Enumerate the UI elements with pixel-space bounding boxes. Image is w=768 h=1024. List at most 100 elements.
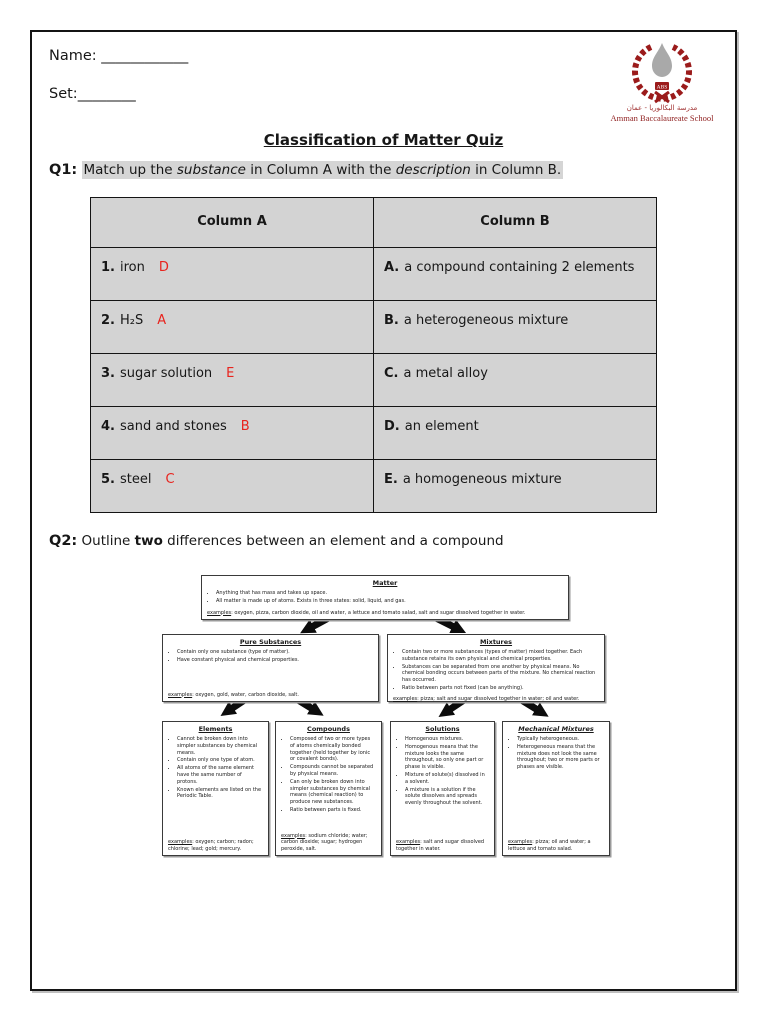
node-examples: examples: sodium chloride; water; carbon… (281, 832, 368, 852)
name-label: Name: (49, 48, 97, 64)
option-letter: B. (384, 313, 399, 328)
item-number: 2. (101, 313, 115, 328)
bullet-item: Contain only one substance (type of matt… (177, 649, 373, 656)
node-examples: examples: pizza; salt and sugar dissolve… (393, 695, 580, 702)
bullet-item: Heterogeneous means that the mixture doe… (517, 744, 604, 771)
option-text: a heterogeneous mixture (403, 313, 569, 328)
node-examples: examples: salt and sugar dissolved toget… (396, 839, 485, 852)
school-logo: ABS مدرسة البكالوريا - عمان Amman Baccal… (603, 40, 721, 124)
option-letter: C. (384, 366, 399, 381)
node-examples: examples: oxygen, gold, water, carbon di… (168, 691, 299, 698)
option-text: a compound containing 2 elements (404, 260, 635, 275)
answer-letter: A (157, 313, 167, 328)
set-field: Set:________ (49, 86, 136, 102)
node-examples: examples: oxygen; carbon; radon; chlorin… (168, 839, 254, 852)
answer-letter: E (226, 366, 235, 381)
bullet-item: Homogenous means that the mixture looks … (405, 744, 489, 771)
bullet-item: Typically heterogeneous. (517, 736, 604, 743)
node-mechanical-mixtures: Mechanical Mixtures Typically heterogene… (502, 721, 610, 856)
answer-letter: C (165, 472, 175, 487)
bullet-item: Mixture of solute(s) dissolved in a solv… (405, 772, 489, 786)
bullet-item: Substances can be separated from one ano… (402, 664, 599, 684)
bullet-item: All matter is made up of atoms. Exists i… (216, 598, 563, 605)
answer-letter: D (158, 260, 169, 275)
school-crest-icon: ABS (632, 43, 692, 104)
matter-classification-diagram: Matter Anything that has mass and takes … (152, 570, 622, 865)
item-number: 4. (101, 419, 115, 434)
node-title: Elements (198, 725, 233, 733)
q2-label: Q2: (49, 533, 78, 549)
crossed-swords-icon (654, 90, 670, 104)
node-title: Matter (372, 579, 398, 587)
item-text: H₂S (119, 313, 144, 328)
bullet-item: Composed of two or more types of atoms c… (290, 736, 376, 763)
item-text: sugar solution (119, 366, 213, 381)
node-bullets: Cannot be broken down into simpler subst… (168, 736, 263, 801)
bullet-item: Anything that has mass and takes up spac… (216, 590, 563, 597)
bullet-item: Ratio between parts not fixed (can be an… (402, 685, 599, 692)
table-row: 4. sand and stones B D. an element (90, 406, 657, 460)
q1-text: Match up the substance in Column A with … (81, 161, 564, 179)
bullet-item: Compounds cannot be separated by physica… (290, 764, 376, 778)
node-bullets: Anything that has mass and takes up spac… (207, 590, 563, 606)
bullet-item: Homogenous mixtures. (405, 736, 489, 743)
table-row: 1. iron D A. a compound containing 2 elemen… (90, 247, 657, 301)
table-row: 5. steel C E. a homogeneous mixture (90, 459, 657, 513)
item-text: iron (119, 260, 145, 275)
question-1: Q1: Match up the substance in Column A w… (49, 161, 564, 179)
node-title: Solutions (425, 725, 460, 733)
bullet-item: Can only be broken down into simpler sub… (290, 779, 376, 806)
name-blank-line: ____________ (101, 48, 189, 64)
set-label: Set: (49, 86, 78, 102)
node-examples: examples: oxygen, pizza, carbon dioxide,… (207, 609, 526, 616)
node-title: Compounds (307, 725, 350, 733)
set-blank-line: ________ (77, 86, 136, 102)
option-letter: D. (384, 419, 400, 434)
q1-label: Q1: (49, 162, 78, 178)
bullet-item: Contain two or more substances (types of… (402, 649, 599, 663)
option-text: a homogeneous mixture (402, 472, 562, 487)
node-title: Mixtures (479, 638, 513, 646)
bullet-item: Ratio between parts is fixed. (290, 807, 376, 814)
q2-text: Outline two differences between an eleme… (81, 533, 504, 549)
node-bullets: Typically heterogeneous.Heterogeneous me… (508, 736, 604, 772)
option-letter: E. (384, 472, 398, 487)
option-letter: A. (384, 260, 400, 275)
bullet-item: Contain only one type of atom. (177, 757, 263, 764)
table-row: 3. sugar solution E C. a metal alloy (90, 353, 657, 407)
node-bullets: Contain only one substance (type of matt… (168, 649, 373, 665)
node-examples: examples: pizza; oil and water; a lettuc… (508, 839, 591, 852)
matching-table: Column A Column B 1. iron D A. a compound c… (90, 197, 657, 513)
school-name-arabic: مدرسة البكالوريا - عمان (626, 104, 698, 112)
answer-letter: B (240, 419, 250, 434)
bullet-item: A mixture is a solution if the solute di… (405, 787, 489, 807)
item-number: 1. (101, 260, 115, 275)
logo-abbr: ABS (657, 85, 668, 91)
column-a-header: Column A (90, 197, 374, 248)
page-title: Classification of Matter Quiz (263, 131, 504, 149)
bullet-item: All atoms of the same element have the s… (177, 765, 263, 785)
option-text: a metal alloy (403, 366, 488, 381)
node-bullets: Homogenous mixtures.Homogenous means tha… (396, 736, 489, 808)
item-number: 3. (101, 366, 115, 381)
flame-icon (652, 43, 672, 77)
option-text: an element (404, 419, 479, 434)
node-title: Pure Substances (239, 638, 302, 646)
column-b-header: Column B (373, 197, 657, 248)
node-pure-substances: Pure Substances Contain only one substan… (162, 634, 379, 702)
node-elements: Elements Cannot be broken down into simp… (162, 721, 269, 856)
bullet-item: Known elements are listed on the Periodi… (177, 787, 263, 801)
bullet-item: Cannot be broken down into simpler subst… (177, 736, 263, 756)
node-matter: Matter Anything that has mass and takes … (201, 575, 569, 620)
node-mixtures: Mixtures Contain two or more substances … (387, 634, 605, 702)
item-number: 5. (101, 472, 115, 487)
table-header-row: Column A Column B (90, 197, 657, 248)
item-text: steel (119, 472, 152, 487)
item-text: sand and stones (119, 419, 227, 434)
node-bullets: Contain two or more substances (types of… (393, 649, 599, 693)
school-name: Amman Baccalaureate School (610, 113, 714, 123)
question-2: Q2: Outline two differences between an e… (49, 533, 504, 549)
node-solutions: Solutions Homogenous mixtures.Homogenous… (390, 721, 495, 856)
node-title: Mechanical Mixtures (518, 725, 594, 733)
